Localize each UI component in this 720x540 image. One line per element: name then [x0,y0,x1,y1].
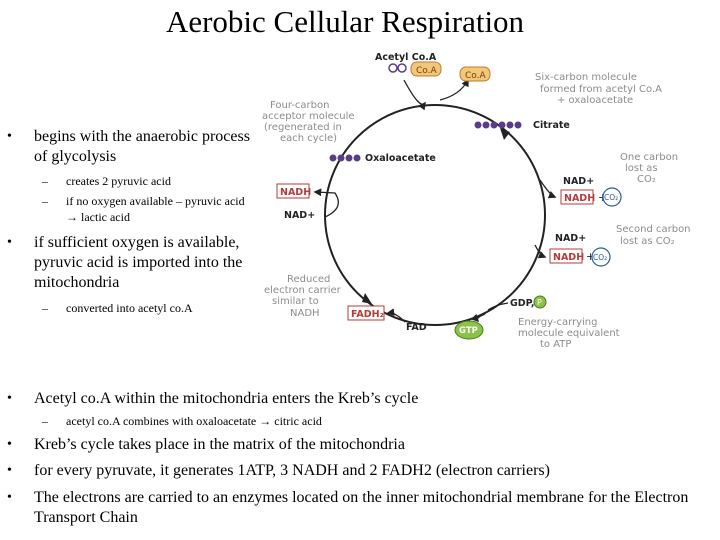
gtp-arrow [470,313,486,323]
nadh-right2-label: NADH [553,252,584,263]
nadh-right1-box [560,189,594,205]
svg-text:CO₂: CO₂ [637,174,656,185]
fadh2-arrow [386,308,406,323]
bullet-dot: • [7,235,12,250]
svg-text:formed from acetyl Co.A: formed from acetyl Co.A [540,84,662,95]
one-carbon-note: One carbon [620,152,678,163]
four-carbon-note: Four-carbon [270,100,329,111]
bullet-text: if sufficient oxygen is available, pyruv… [34,234,243,291]
nad-right2-label: NAD+ [555,233,586,244]
phosphate-badge [533,295,547,309]
bullet-text: begins with the anaerobic process of gly… [34,128,250,165]
svg-text:(regenerated in: (regenerated in [264,122,342,133]
nadh-left-box [276,183,310,199]
nadh-right2-box [549,248,583,264]
coa-badge [410,61,442,77]
krebs-cycle-diagram: Acetyl Co.A Co.A Co.A Six-carbon molecul… [262,52,691,350]
bullet-krebs-enter: • Acetyl co.A within the mitochondria en… [7,389,654,409]
oxaloacetate-label: Oxaloacetate [365,153,436,164]
bullet-matrix: • Kreb’s cycle takes place in the matrix… [7,435,674,455]
bullet-text: Kreb’s cycle takes place in the matrix o… [34,436,405,453]
carbon-dot [397,63,407,73]
six-carbon-note: Six-carbon molecule [535,72,637,83]
bullet-dot: • [7,490,12,505]
nadh-left-arrow [313,188,339,218]
gtp-badge [454,320,484,340]
nad-left-label: NAD+ [284,210,315,221]
gtp-label: GTP [459,326,478,336]
fadh2-label: FADH₂ [351,309,384,320]
bullet-text: for every pyruvate, it generates 1ATP, 3… [34,462,550,479]
coa-right-label: Co.A [465,71,486,81]
bullet-dot: • [7,437,12,452]
coa-label: Co.A [416,66,437,76]
cycle-arrowhead [362,293,372,304]
carbon-dot [388,63,398,73]
bullet-etc: • The electrons are carried to an enzyme… [7,488,714,528]
coa-badge [459,66,491,82]
nadh-right2-arrow [534,244,547,259]
bullet-oxygen: • if sufficient oxygen is available, pyr… [7,233,274,293]
acetyl-arrow [403,79,426,111]
energy-note: Energy-carrying [518,317,598,328]
svg-text:acceptor molecule: acceptor molecule [262,111,355,122]
svg-text:NADH: NADH [290,308,320,319]
sub-bullet-acetyl: –converted into acetyl co.A [42,301,193,315]
citrate-label: Citrate [533,120,570,131]
page-title: Aerobic Cellular Respiration [165,4,525,39]
svg-text:lost as CO₂: lost as CO₂ [620,236,675,247]
gdp-arrow [487,302,509,311]
reduced-carrier-note: Reduced [287,274,330,285]
sub-bullet-lactic: –if no oxygen available – pyruvic acid →… [42,194,245,224]
svg-text:each cycle): each cycle) [280,133,337,144]
bullet-text: Acetyl co.A within the mitochondria ente… [34,390,419,407]
sub-bullet-pyruvic: –creates 2 pyruvic acid [42,174,171,188]
cycle-circle [324,104,546,326]
svg-text:to ATP: to ATP [540,339,571,350]
sub-bullet-citric: –acetyl co.A combines with oxaloacetate … [42,414,322,428]
co2-label: CO₂ [593,253,607,262]
bullet-dot: • [7,129,12,144]
coa-release-arrow [439,78,469,101]
svg-text:+ oxaloacetate: + oxaloacetate [557,95,633,106]
nadh-left-label: NADH [280,187,311,198]
citrate-molecule [474,121,522,129]
co2-label: CO₂ [604,193,618,202]
acetyl-coa-label: Acetyl Co.A [375,52,437,63]
gdp-label: GDP, [510,298,535,309]
cycle-arrowhead [500,128,510,140]
svg-text:similar to: similar to [272,296,319,307]
co2-badge [602,187,622,207]
fadh2-box [347,305,385,321]
svg-text:+: + [586,250,595,263]
bullet-text: The electrons are carried to an enzymes … [34,489,689,526]
oxaloacetate-molecule [329,154,361,162]
nadh-right1-arrow [539,179,557,199]
nad-right1-label: NAD+ [563,176,594,187]
fad-label: FAD [406,322,427,333]
phosphate-label: P [537,298,542,307]
svg-text:lost as: lost as [625,163,658,174]
svg-text:electron carrier: electron carrier [264,285,342,296]
bullet-dot: • [7,391,12,406]
second-carbon-note: Second carbon [616,224,691,235]
bullet-glycolysis: • begins with the anaerobic process of g… [7,127,254,167]
bullet-yield: • for every pyruvate, it generates 1ATP,… [7,461,714,481]
nadh-right1-label: NADH [564,193,595,204]
svg-text:molecule equivalent: molecule equivalent [518,328,620,339]
bullet-dot: • [7,463,12,478]
co2-badge [591,247,611,267]
